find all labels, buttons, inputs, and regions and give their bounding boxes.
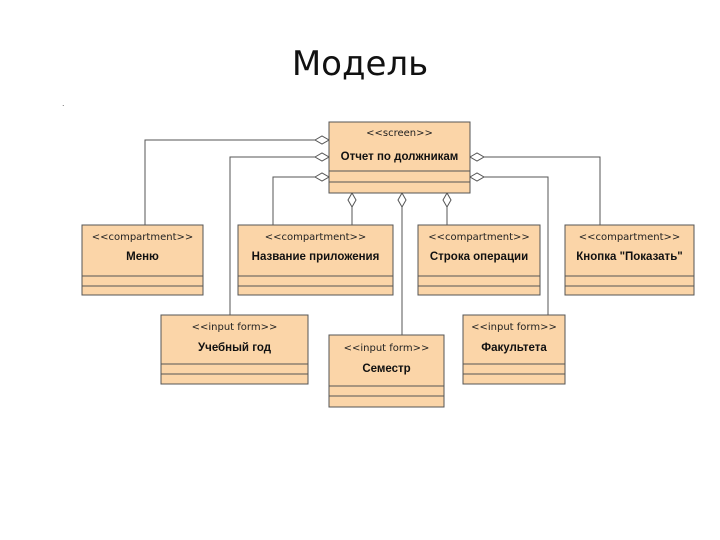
diamond-appname: [313, 172, 331, 182]
class-faculty[interactable]: <<input form>> Факультета: [462, 314, 566, 385]
class-semester-name: Семестр: [362, 363, 410, 375]
class-semester-stereotype: <<input form>>: [344, 343, 430, 354]
diamond-showbtn: [468, 152, 486, 162]
class-screen-name: Отчет по должникам: [341, 151, 459, 163]
slide-title: Модель: [291, 44, 429, 84]
class-semester[interactable]: <<input form>> Семестр: [328, 334, 445, 408]
class-showbtn-name: Кнопка "Показать": [576, 251, 682, 263]
class-faculty-stereotype: <<input form>>: [471, 322, 557, 333]
connector-showbtn: [484, 156, 601, 225]
diamond-opline: [442, 191, 452, 209]
diamond-faculty: [468, 172, 486, 182]
class-appname-stereotype: <<compartment>>: [265, 232, 367, 243]
class-year-name: Учебный год: [198, 342, 272, 354]
class-opline-stereotype: <<compartment>>: [428, 232, 530, 243]
class-opline-name: Строка операции: [430, 251, 528, 263]
diamond-appname-bottom: [347, 191, 357, 209]
connector-menu: [144, 139, 315, 225]
class-showbtn[interactable]: <<compartment>> Кнопка "Показать": [564, 224, 695, 296]
diamond-year: [313, 152, 331, 162]
class-faculty-name: Факультета: [481, 342, 547, 354]
class-screen-stereotype: <<screen>>: [366, 128, 433, 139]
diamond-menu: [313, 135, 331, 145]
class-appname[interactable]: <<compartment>> Название приложения: [237, 224, 394, 296]
class-appname-name: Название приложения: [252, 251, 380, 263]
class-showbtn-stereotype: <<compartment>>: [579, 232, 681, 243]
connector-year: [229, 156, 315, 315]
class-menu-stereotype: <<compartment>>: [92, 232, 194, 243]
class-menu-name: Меню: [126, 251, 159, 263]
connectors: [144, 135, 601, 335]
class-year[interactable]: <<input form>> Учебный год: [160, 314, 309, 385]
class-screen[interactable]: <<screen>> Отчет по должникам: [328, 121, 471, 194]
class-year-stereotype: <<input form>>: [192, 322, 278, 333]
connector-faculty: [484, 176, 549, 315]
slide-mark: .: [62, 98, 65, 108]
class-opline[interactable]: <<compartment>> Строка операции: [417, 224, 541, 296]
class-menu[interactable]: <<compartment>> Меню: [81, 224, 204, 296]
diamond-semester: [397, 191, 407, 209]
connector-appname: [272, 176, 315, 225]
